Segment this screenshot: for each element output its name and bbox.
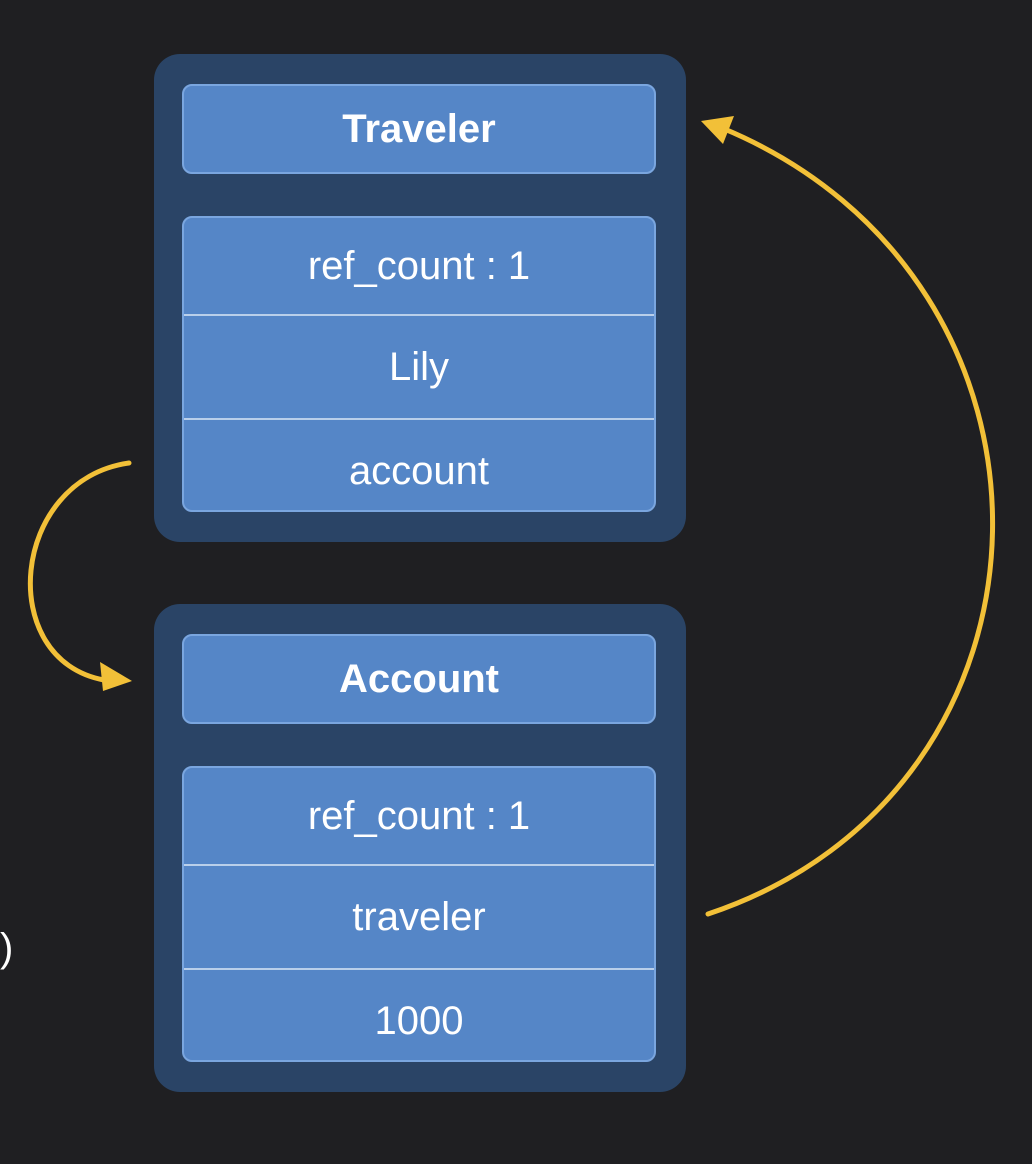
traveler-fields: ref_count : 1 Lily account xyxy=(182,216,656,512)
account-ref-count: ref_count : 1 xyxy=(307,793,531,838)
traveler-arrowhead xyxy=(701,116,734,144)
traveler-name: Lily xyxy=(184,314,654,418)
account-balance: 1000 xyxy=(184,968,654,1060)
account-object-card: Account ref_count : 1 traveler 1000 xyxy=(154,604,686,1092)
stray-paren-text: ) xyxy=(0,926,14,970)
traveler-title: Traveler xyxy=(182,84,656,174)
account-title: Account xyxy=(182,634,656,724)
account-traveler-ref: traveler xyxy=(184,864,654,968)
account-fields: ref_count : 1 traveler 1000 xyxy=(182,766,656,1062)
traveler-reference-arrow xyxy=(705,125,996,917)
traveler-account-ref: account xyxy=(184,418,654,510)
account-arrowhead xyxy=(100,662,132,691)
traveler-object-card: Traveler ref_count : 1 Lily account xyxy=(154,54,686,542)
traveler-ref-count: ref_count : 1 xyxy=(307,243,531,288)
account-reference-arrow xyxy=(27,460,132,683)
